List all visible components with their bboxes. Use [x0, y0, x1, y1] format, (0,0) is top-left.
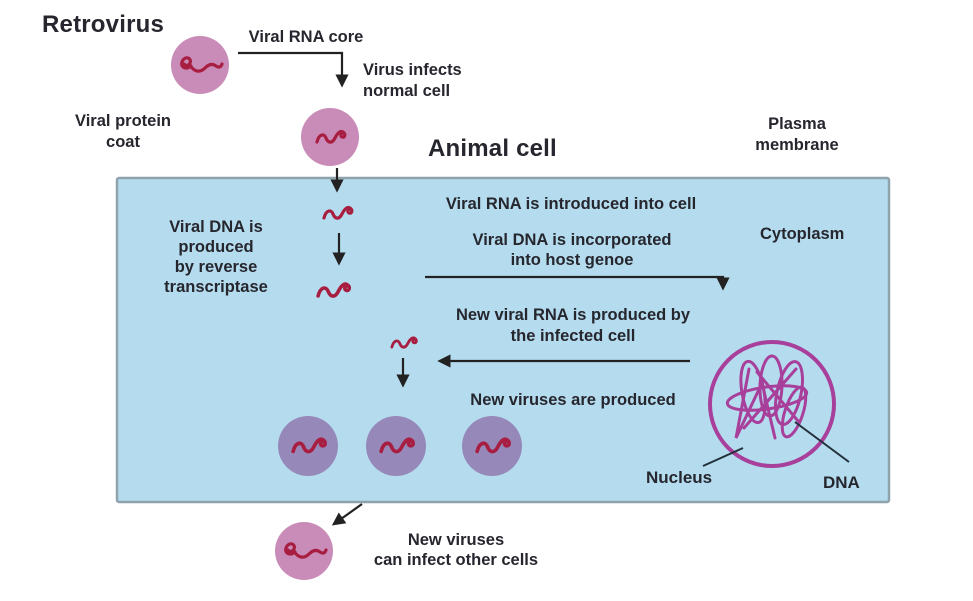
virus-infects-label: Virus infects normal cell — [363, 61, 462, 100]
diagram-title: Retrovirus — [42, 11, 165, 38]
dna-pointer-line — [794, 421, 850, 463]
virus-exit-arrow — [331, 503, 363, 526]
new-viruses-produced-label: New viruses are produced — [470, 391, 676, 409]
dna-to-nucleus-arrow — [425, 275, 730, 291]
cytoplasm-label: Cytoplasm — [760, 225, 845, 243]
plasma-membrane-label: Plasma membrane — [755, 115, 839, 154]
dna-label: DNA — [823, 473, 860, 492]
nucleus-label: Nucleus — [646, 468, 713, 487]
rna-core-to-infection-arrow — [238, 51, 349, 88]
dna-produced-label: Viral DNA is produced by reverse transcr… — [164, 218, 268, 296]
retrovirus-virion-icon — [171, 36, 229, 94]
animal-cell-title: Animal cell — [428, 135, 557, 162]
rna-introduced-label: Viral RNA is introduced into cell — [445, 195, 697, 213]
viral-protein-coat-label: Viral protein coat — [75, 112, 171, 151]
nucleus-pointer-line — [702, 447, 744, 467]
new-virion-icon — [278, 416, 338, 476]
new-virion-icon — [462, 416, 522, 476]
dna-incorporated-label: Viral DNA is incorporated into host geno… — [472, 231, 672, 269]
nucleus-icon — [708, 340, 836, 468]
viral-rna-core-label: Viral RNA core — [248, 28, 364, 46]
new-virion-icon — [366, 416, 426, 476]
new-rna-label: New viral RNA is produced by the infecte… — [455, 306, 691, 345]
new-viruses-infect-label: New viruses can infect other cells — [373, 531, 539, 569]
infecting-virion-icon — [301, 108, 359, 166]
dna-tangle-icon — [725, 354, 809, 440]
escaped-virion-icon — [275, 522, 333, 580]
